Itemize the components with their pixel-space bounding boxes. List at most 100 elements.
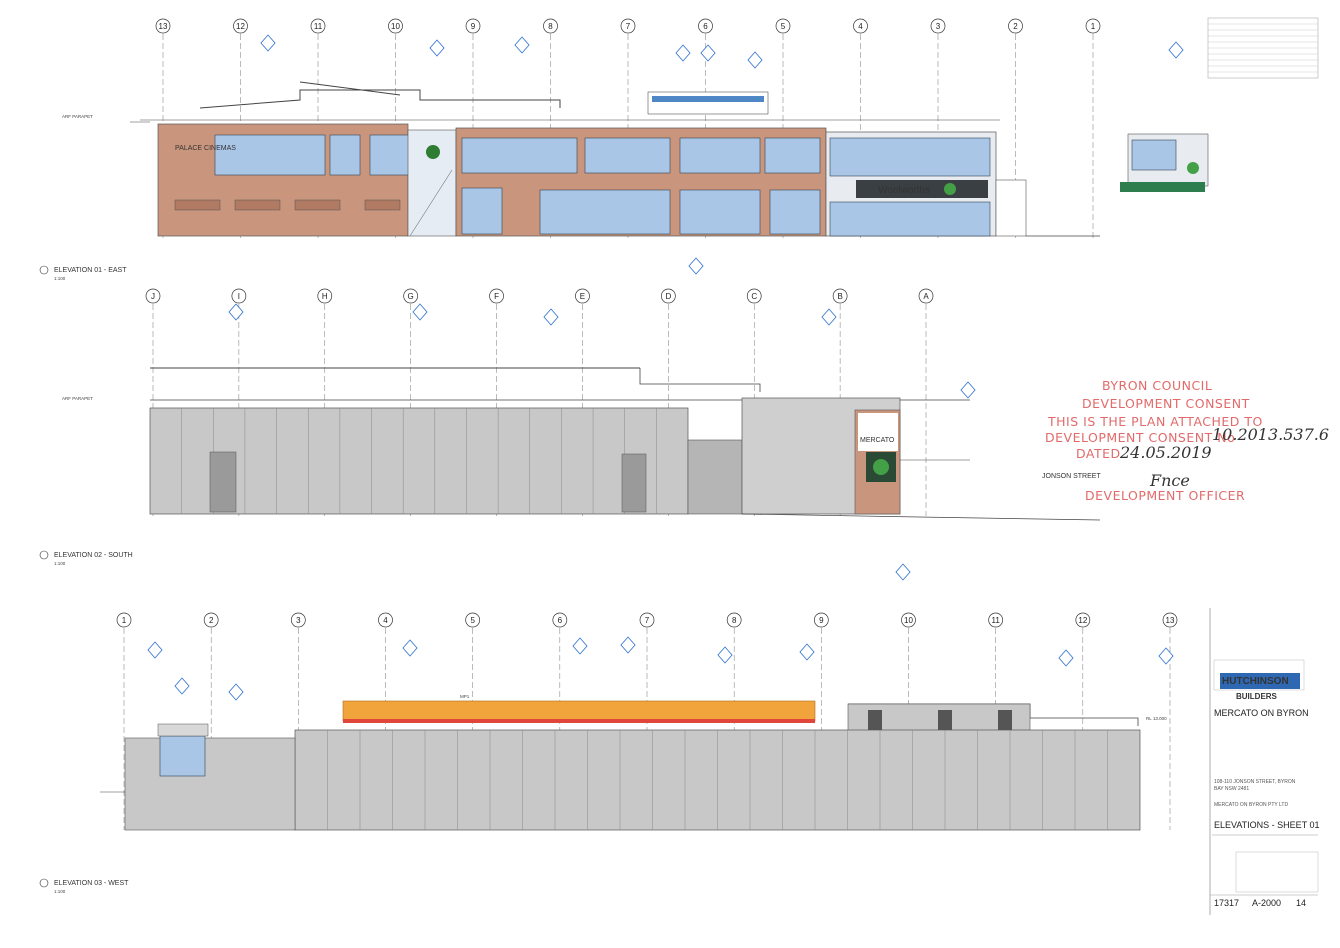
section-marker-icon: [688, 257, 704, 275]
section-marker-icon: [821, 308, 837, 326]
section-marker-icon: [747, 51, 763, 69]
drawing-number: A-2000: [1252, 898, 1281, 908]
stamp-signature: Fnce: [1149, 471, 1190, 490]
grid-label: 9: [471, 22, 476, 31]
section-marker-icon: [543, 308, 559, 326]
elevation-title-east: ELEVATION 01 - EAST: [54, 267, 127, 274]
title-block: HUTCHINSON BUILDERS MERCATO ON BYRON 108…: [1207, 17, 1320, 915]
section-marker-icon: [620, 636, 636, 654]
grid-label: F: [494, 292, 499, 301]
woolworths-sign: Woolworths: [878, 185, 930, 196]
elevation-title-west: ELEVATION 03 - WEST: [54, 880, 129, 887]
elevation-title-south: ELEVATION 02 - SOUTH: [54, 552, 133, 559]
section-marker-icon: [228, 303, 244, 321]
stamp-line-4: DEVELOPMENT CONSENT No: [1045, 430, 1235, 445]
section-marker-icon: [514, 36, 530, 54]
grid-label: 8: [732, 616, 737, 625]
grid-label: 12: [236, 22, 245, 31]
grid-label: 6: [703, 22, 708, 31]
street-label: JONSON STREET: [1042, 473, 1101, 480]
stamp-line-1: BYRON COUNCIL: [1102, 378, 1212, 393]
grid-label: 13: [1166, 616, 1175, 625]
stamp-line-2: DEVELOPMENT CONSENT: [1082, 396, 1250, 411]
grid-label: 7: [645, 616, 650, 625]
cinema-sign: PALACE CINEMAS: [175, 145, 236, 152]
mercato-sign: MERCATO: [860, 437, 895, 444]
west-rl-note: RL 13.000: [1146, 716, 1167, 721]
section-marker-icon: [572, 637, 588, 655]
grid-label: 11: [314, 22, 323, 31]
client-name: MERCATO ON BYRON PTY LTD: [1214, 802, 1288, 808]
elevation-scale-east: 1:100: [54, 276, 66, 281]
section-marker-icon: [228, 683, 244, 701]
woolworths-sign-logo-icon: [944, 183, 956, 195]
grid-label: 11: [992, 616, 1001, 625]
grid-label: 4: [383, 616, 388, 625]
mercato-logo-icon: [873, 459, 889, 475]
section-marker-icon: [799, 643, 815, 661]
elevation-east: 13 12 11 10 9 8 7 6 5 4 3 2 1 PALACE CINEMAS: [39, 18, 1209, 281]
section-marker-icon: [429, 39, 445, 57]
grid-label: D: [665, 292, 671, 301]
sheet-title: ELEVATIONS - SHEET 01: [1214, 820, 1320, 830]
elevation-scale-south: 1:100: [54, 561, 66, 566]
stamp-date: 24.05.2019: [1119, 443, 1212, 462]
grid-label: J: [151, 292, 155, 301]
grid-label: 2: [209, 616, 214, 625]
section-marker-icon: [260, 34, 276, 52]
south-parapet-note: ARF PARAPET: [62, 396, 93, 401]
stamp-line-3: THIS IS THE PLAN ATTACHED TO: [1047, 414, 1263, 429]
grid-label: 2: [1013, 22, 1018, 31]
section-marker-icon: [1168, 41, 1184, 59]
grid-label: A: [923, 292, 929, 301]
section-marker-icon: [1158, 647, 1174, 665]
section-marker-icon: [717, 646, 733, 664]
grid-label: 4: [858, 22, 863, 31]
east-parapet-note: ARF PARAPET: [62, 114, 93, 119]
woolworths-logo-icon: [426, 145, 440, 159]
elevation-scale-west: 1:100: [54, 889, 66, 894]
section-marker-icon: [960, 381, 976, 399]
section-marker-icon: [412, 303, 428, 321]
grid-label: 9: [819, 616, 824, 625]
grid-label: 7: [626, 22, 631, 31]
grid-label: 10: [904, 616, 913, 625]
section-marker-icon: [700, 44, 716, 62]
grid-label: 8: [548, 22, 553, 31]
section-markers: [147, 34, 1184, 701]
grid-label: G: [408, 292, 414, 301]
grid-label: C: [751, 292, 757, 301]
grid-label: 10: [391, 22, 400, 31]
south-panel-wall: [149, 407, 689, 515]
grid-label: I: [238, 292, 240, 301]
grid-label: H: [322, 292, 328, 301]
address-line-1: 108-110 JONSON STREET, BYRON: [1214, 779, 1296, 785]
grid-label: E: [580, 292, 585, 301]
address-line-2: BAY NSW 2481: [1214, 786, 1249, 792]
grid-label: 1: [122, 616, 127, 625]
section-marker-icon: [1058, 649, 1074, 667]
section-marker-icon: [675, 44, 691, 62]
project-number: 17317: [1214, 898, 1239, 908]
grid-label: 5: [470, 616, 475, 625]
grid-label: 5: [781, 22, 786, 31]
stamp-officer: DEVELOPMENT OFFICER: [1085, 488, 1245, 503]
grid-label: 3: [936, 22, 941, 31]
grid-label: 1: [1091, 22, 1096, 31]
stamp-consent-no: 10.2013.537.6: [1212, 425, 1329, 444]
section-marker-icon: [147, 641, 163, 659]
council-stamp: BYRON COUNCIL DEVELOPMENT CONSENT THIS I…: [1045, 378, 1329, 503]
project-name: MERCATO ON BYRON: [1214, 708, 1309, 718]
company-name-line-2: BUILDERS: [1236, 692, 1278, 701]
company-name-line-1: HUTCHINSON: [1222, 676, 1289, 687]
grid-label: 3: [296, 616, 301, 625]
grid-label: 6: [558, 616, 563, 625]
west-mp-note: MP1: [460, 694, 470, 699]
revision-number: 14: [1296, 898, 1306, 908]
section-marker-icon: [402, 639, 418, 657]
section-marker-icon: [174, 677, 190, 695]
grid-label: 13: [159, 22, 168, 31]
